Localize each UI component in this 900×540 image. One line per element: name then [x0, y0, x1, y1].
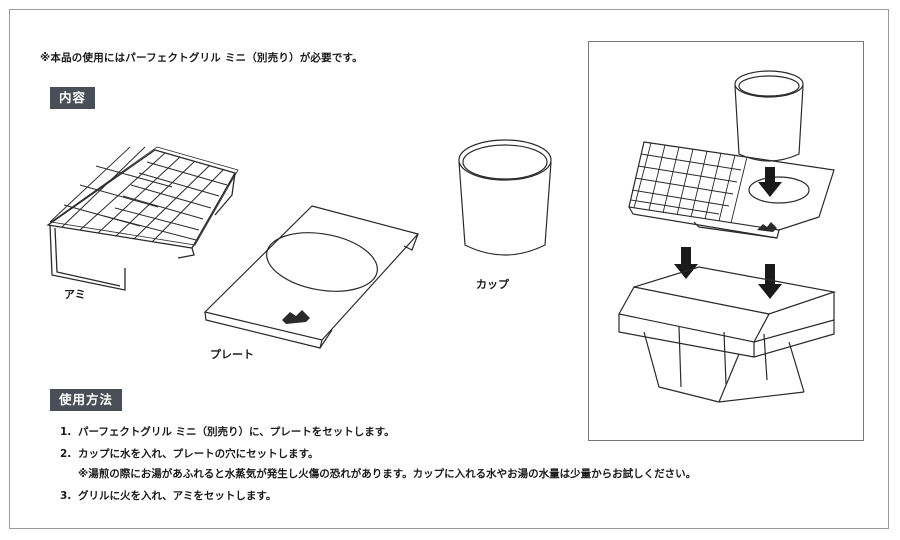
plate-drawing [203, 205, 420, 349]
step-text: カップに水を入れ、プレートの穴にセットします。 [78, 448, 319, 460]
assembly-diagram [588, 41, 864, 441]
step-number: 2. [60, 448, 72, 460]
step-number: 1. [60, 426, 72, 438]
grill-net-drawing [46, 146, 239, 291]
caption-plate: プレート [210, 348, 254, 361]
caption-cup: カップ [476, 278, 509, 291]
caption-ami: アミ [64, 288, 86, 301]
step-text: パーフェクトグリル ミニ（別売り）に、プレートをセットします。 [78, 426, 395, 438]
step-item: 3. グリルに火を入れ、アミをセットします。 [60, 488, 276, 503]
step-caution-text: ※湯煎の際にお湯があふれると水蒸気が発生し火傷の恐れがあります。カップに入れる水… [78, 468, 697, 480]
arrow-icons [674, 167, 782, 299]
step-text: グリルに火を入れ、アミをセットします。 [78, 490, 277, 502]
page-frame [9, 9, 889, 529]
assembly-drawing [618, 70, 837, 403]
assembly-grill-body [618, 266, 837, 403]
assembly-cup [734, 70, 804, 162]
section-label-contents: 内容 [50, 87, 96, 109]
step-item: 1. パーフェクトグリル ミニ（別売り）に、プレートをセットします。 [60, 424, 395, 439]
step-caution: ※湯煎の際にお湯があふれると水蒸気が発生し火傷の恐れがあります。カップに入れる水… [78, 466, 696, 481]
cup-drawing [458, 139, 552, 256]
assembly-tray [628, 141, 835, 239]
step-number: 3. [60, 490, 72, 502]
step-item: 2. カップに水を入れ、プレートの穴にセットします。 [60, 446, 319, 461]
requirement-note: ※本品の使用にはパーフェクトグリル ミニ（別売り）が必要です。 [40, 52, 363, 64]
section-label-usage: 使用方法 [50, 389, 123, 411]
